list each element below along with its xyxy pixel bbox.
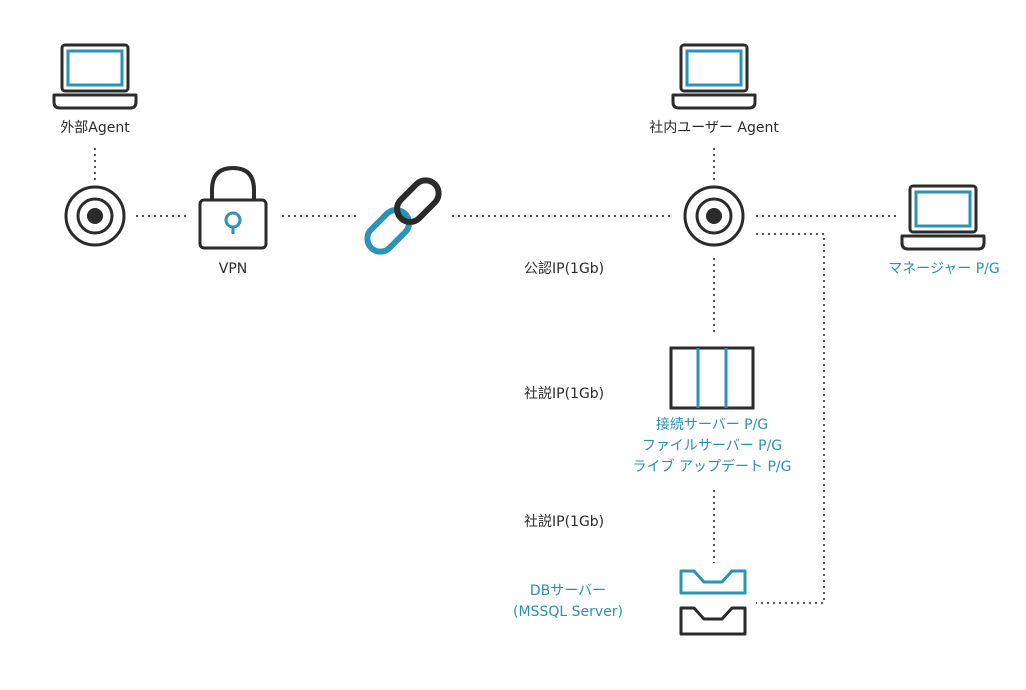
servers-label-line: 接続サーバー P/G (655, 417, 769, 433)
chain-link-icon (364, 177, 442, 255)
manager-label: マネージャー P/G (888, 261, 1000, 277)
connector-hub-db (756, 233, 825, 604)
database-icon (679, 569, 747, 636)
padlock-icon (198, 165, 268, 250)
private-ip-label-1: 社説IP(1Gb) (524, 386, 605, 402)
laptop-icon-internal-agent (671, 43, 757, 110)
db-label-line: (MSSQL Server) (513, 604, 623, 620)
vpn-label: VPN (218, 261, 248, 277)
db-label-line: DBサーバー (529, 583, 607, 599)
internal-agent-label: 社内ユーザー Agent (649, 120, 779, 136)
servers-label: 接続サーバー P/G ファイルサーバー P/G ライブ アップデート P/G (633, 415, 792, 478)
hub-icon-internal (683, 185, 745, 247)
db-label: DBサーバー (MSSQL Server) (513, 581, 623, 623)
public-ip-label: 公認IP(1Gb) (524, 261, 605, 277)
private-ip-label-2: 社説IP(1Gb) (524, 514, 605, 530)
laptop-icon-external-agent (52, 43, 138, 110)
hub-icon-external (64, 185, 126, 247)
external-agent-label: 外部Agent (60, 120, 130, 136)
servers-label-line: ファイルサーバー P/G (641, 438, 783, 454)
laptop-icon-manager (900, 184, 986, 251)
servers-label-line: ライブ アップデート P/G (632, 459, 792, 475)
server-rack-icon (669, 346, 755, 410)
